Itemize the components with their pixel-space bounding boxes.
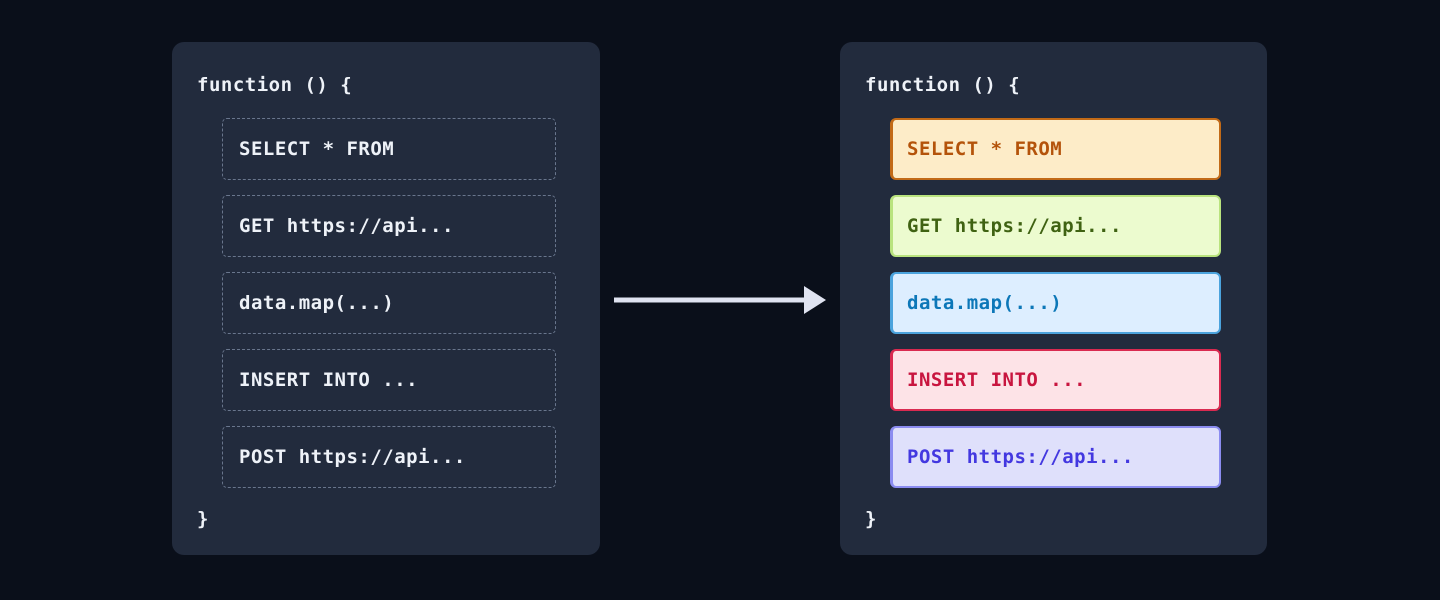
- after-statement-list: SELECT * FROM GET https://api... data.ma…: [890, 118, 1221, 488]
- before-panel: function () { SELECT * FROM GET https://…: [172, 42, 600, 555]
- after-function-open: function () {: [865, 74, 1021, 96]
- statement-block-js-map[interactable]: data.map(...): [222, 272, 556, 334]
- before-function-open: function () {: [197, 74, 353, 96]
- statement-block-sql-insert[interactable]: INSERT INTO ...: [222, 349, 556, 411]
- after-panel: function () { SELECT * FROM GET https://…: [840, 42, 1267, 555]
- statement-block-http-get[interactable]: GET https://api...: [222, 195, 556, 257]
- highlighted-statement-sql-insert[interactable]: INSERT INTO ...: [890, 349, 1221, 411]
- highlighted-statement-sql-select[interactable]: SELECT * FROM: [890, 118, 1221, 180]
- before-statement-list: SELECT * FROM GET https://api... data.ma…: [222, 118, 556, 488]
- before-function-close: }: [197, 508, 209, 530]
- highlighted-statement-http-get[interactable]: GET https://api...: [890, 195, 1221, 257]
- after-function-close: }: [865, 508, 877, 530]
- statement-block-sql-select[interactable]: SELECT * FROM: [222, 118, 556, 180]
- highlighted-statement-js-map[interactable]: data.map(...): [890, 272, 1221, 334]
- highlighted-statement-http-post[interactable]: POST https://api...: [890, 426, 1221, 488]
- statement-block-http-post[interactable]: POST https://api...: [222, 426, 556, 488]
- arrow-right-icon: [614, 280, 826, 320]
